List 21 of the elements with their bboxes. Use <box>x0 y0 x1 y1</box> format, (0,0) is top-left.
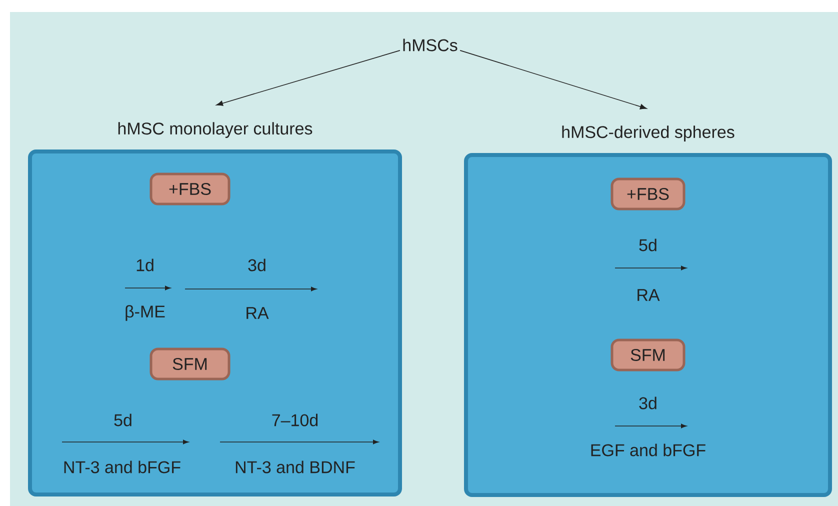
step-label: 1d <box>136 258 154 272</box>
medium-box: +FBS <box>150 172 230 206</box>
step-label: β-ME <box>126 305 165 321</box>
step-label: 5d <box>114 414 132 426</box>
step-label: 3d <box>639 396 656 410</box>
medium-box: +FBS <box>610 178 686 210</box>
step-label: 7–10d <box>272 414 318 426</box>
arrow <box>216 50 400 106</box>
arrow <box>460 50 647 110</box>
step-label: NT-3 and bFGF <box>64 460 180 474</box>
medium-box: SFM <box>150 348 230 380</box>
step-label: EGF and bFGF <box>591 444 706 456</box>
root-label: hMSCs <box>403 38 458 52</box>
step-label: RA <box>638 289 660 301</box>
step-label: 5d <box>639 238 656 252</box>
medium-box: SFM <box>610 338 686 372</box>
step-label: 3d <box>248 258 266 272</box>
node-label: hMSC-derived spheres <box>562 126 734 142</box>
step-label: NT-3 and BDNF <box>236 460 355 474</box>
node-label: hMSC monolayer cultures <box>118 122 312 138</box>
step-label: RA <box>246 307 269 319</box>
